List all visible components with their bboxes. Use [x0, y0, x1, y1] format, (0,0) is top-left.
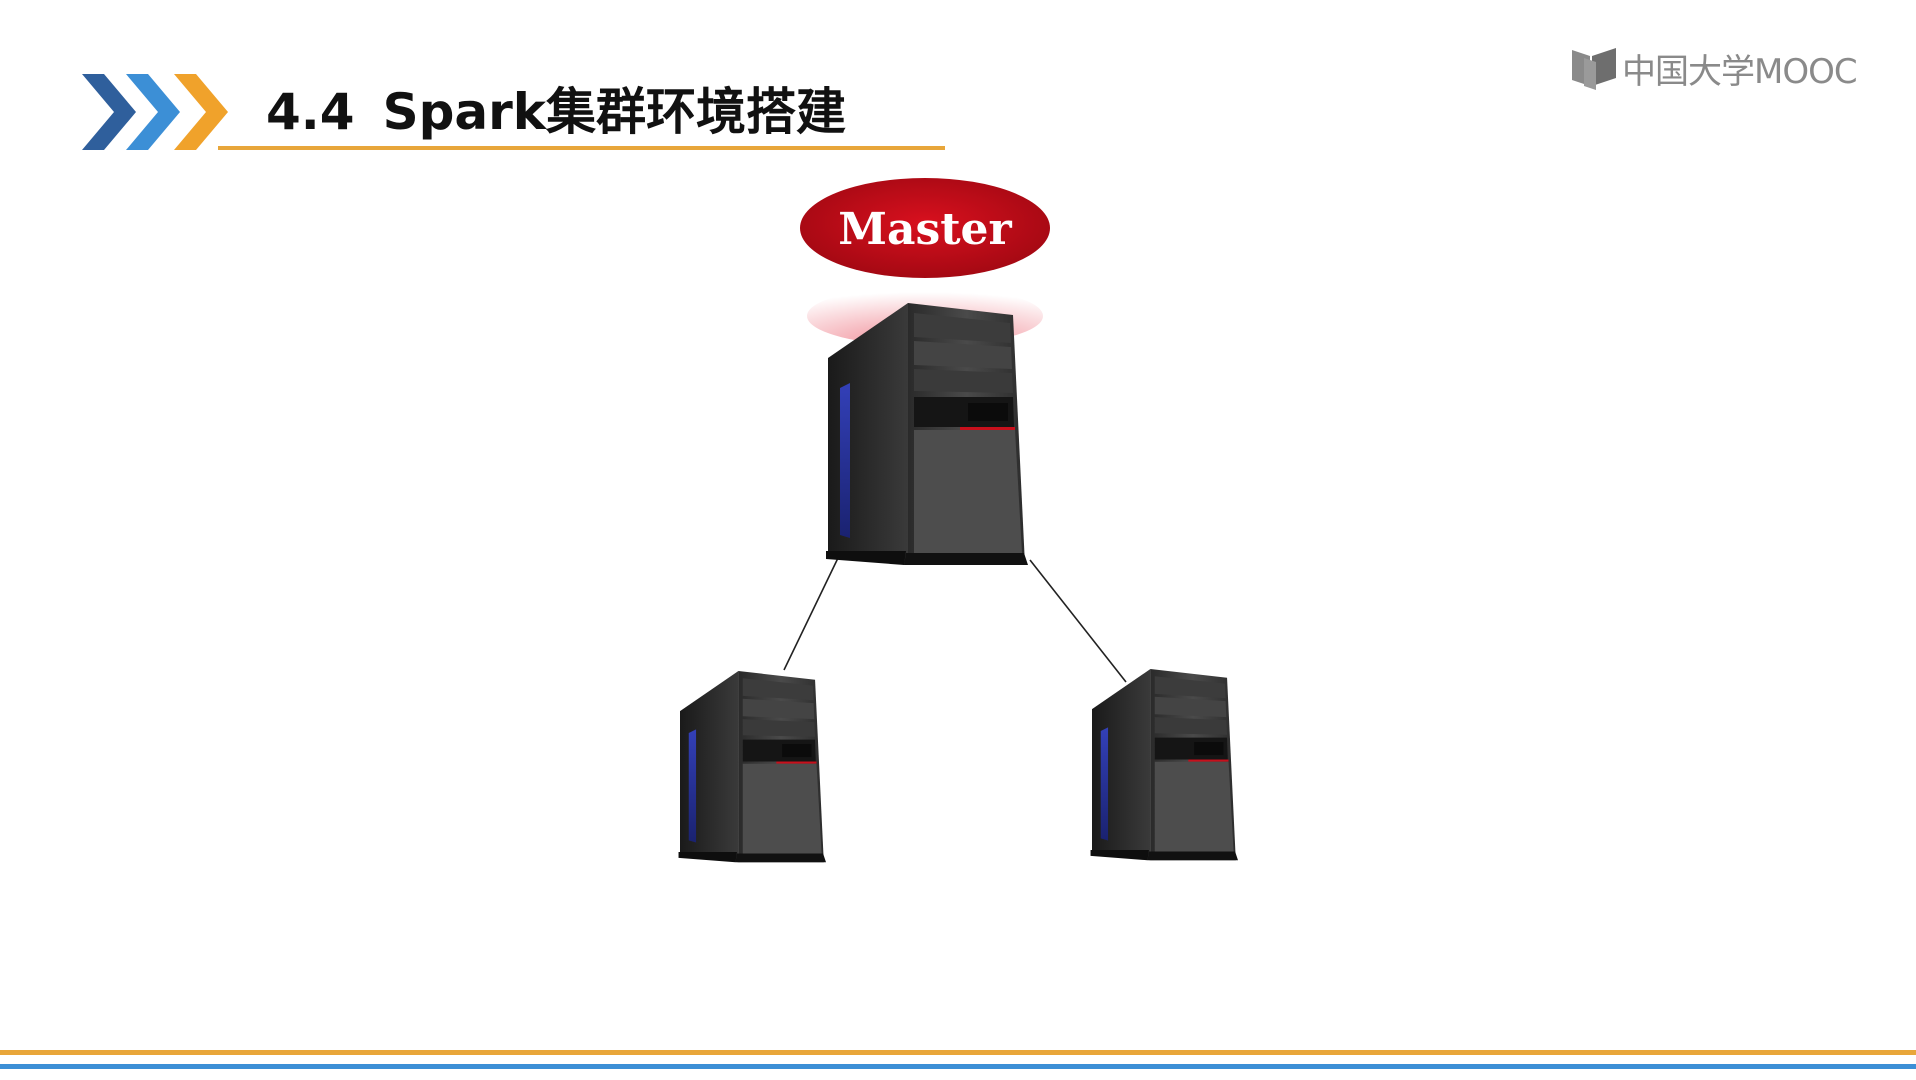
section-number: 4.4: [266, 83, 355, 141]
book-icon: [1572, 48, 1616, 90]
master-label-oval: [800, 178, 1050, 278]
footer-line-blue: [0, 1064, 1916, 1069]
logo-text: 中国大学MOOC: [1622, 51, 1858, 92]
link-master-right: [1029, 559, 1127, 683]
title-underline: [218, 146, 945, 150]
link-master-left: [783, 557, 839, 671]
footer-line-orange: [0, 1050, 1916, 1055]
worker-server-left-icon: [678, 671, 826, 863]
chevron-arrows-icon: [82, 74, 228, 150]
slide-title: 4.4 Spark集群环境搭建: [266, 80, 846, 144]
worker-server-right-icon: [1090, 669, 1238, 861]
title-text: Spark集群环境搭建: [382, 83, 847, 141]
master-server-icon: [826, 303, 1028, 565]
mooc-logo: 中国大学MOOC: [1570, 46, 1858, 92]
